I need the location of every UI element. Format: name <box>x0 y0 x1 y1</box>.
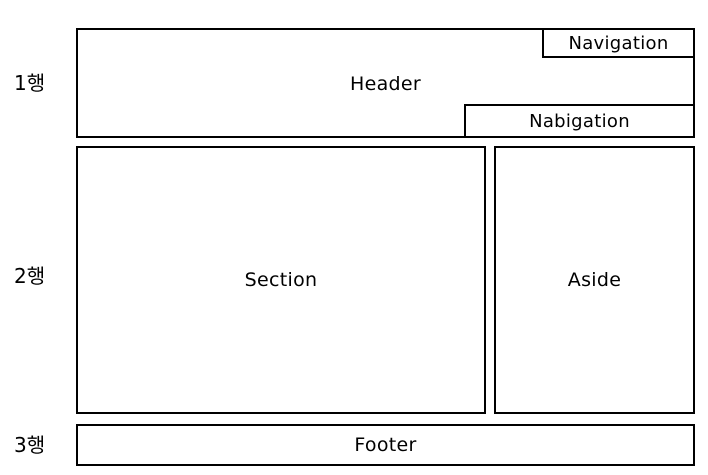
navigation-top-label: Navigation <box>568 32 669 54</box>
header-label: Header <box>350 73 421 95</box>
row-label-2: 2행 <box>14 264 46 288</box>
navigation-bottom-label: Nabigation <box>529 110 630 132</box>
footer-label: Footer <box>354 434 417 456</box>
row-label-1: 1행 <box>14 71 46 95</box>
section-label: Section <box>244 269 318 291</box>
navigation-box-bottom: Nabigation <box>464 104 695 138</box>
navigation-box-top: Navigation <box>542 28 695 58</box>
footer-box: Footer <box>76 424 695 466</box>
aside-label: Aside <box>567 269 622 291</box>
section-box: Section <box>76 146 486 414</box>
row-label-3: 3행 <box>14 433 46 457</box>
aside-box: Aside <box>494 146 695 414</box>
